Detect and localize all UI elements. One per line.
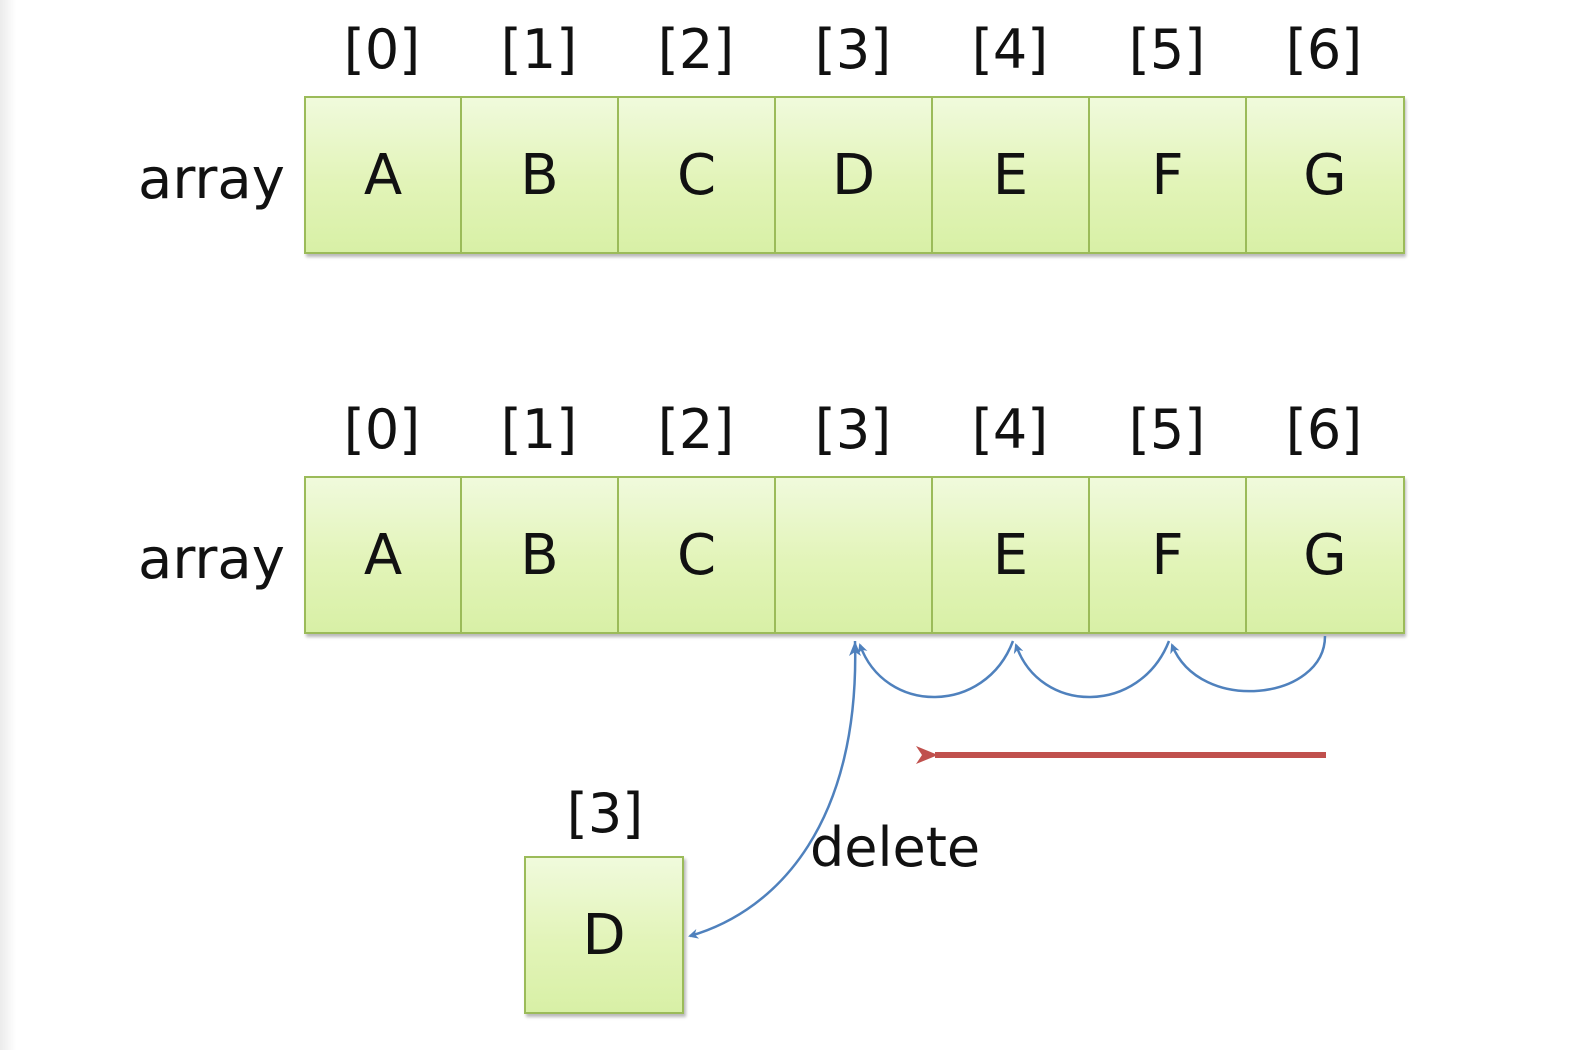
index-label: [1] [500,398,578,461]
index-label: [6] [1285,398,1363,461]
array-cell: E [931,476,1090,634]
index-label: [4] [971,398,1049,461]
array-cell: F [1088,476,1247,634]
delete-arrow [688,640,857,939]
delete-label: delete [810,816,981,879]
index-label: [3] [814,18,892,81]
index-label: [2] [657,18,735,81]
index-label: [5] [1128,398,1206,461]
removed-element: [3] D [524,782,686,1014]
array-cell: F [1088,96,1247,254]
array-cell: C [617,96,776,254]
index-label: [3] [814,398,892,461]
array-cell: A [304,96,462,254]
left-edge-shade [0,0,16,1050]
shift-arrow-g-to-5 [1170,635,1327,693]
array-label: array [138,527,285,592]
array-cell: G [1245,96,1405,254]
index-label: [2] [657,398,735,461]
index-label: [6] [1285,18,1363,81]
index-label: [5] [1128,18,1206,81]
index-label: [1] [500,18,578,81]
index-label: [4] [971,18,1049,81]
index-label: [0] [343,398,421,461]
empty-array-cell [774,476,933,634]
array-cells: A B C D E F G [304,96,1405,254]
shift-arrow-f-to-4 [1013,640,1171,699]
delete-arrow-tail-head [849,641,861,656]
array-cell: G [1245,476,1405,634]
array-label: array [138,147,285,212]
removed-cell: D [524,856,684,1014]
index-label: [0] [343,18,421,81]
shift-arrow-e-to-3 [857,640,1015,699]
array-cell: B [460,96,619,254]
array-cell: E [931,96,1090,254]
array-cells: A B C E F G [304,476,1405,634]
removed-index-label: [3] [566,782,644,845]
array-cell: D [774,96,933,254]
